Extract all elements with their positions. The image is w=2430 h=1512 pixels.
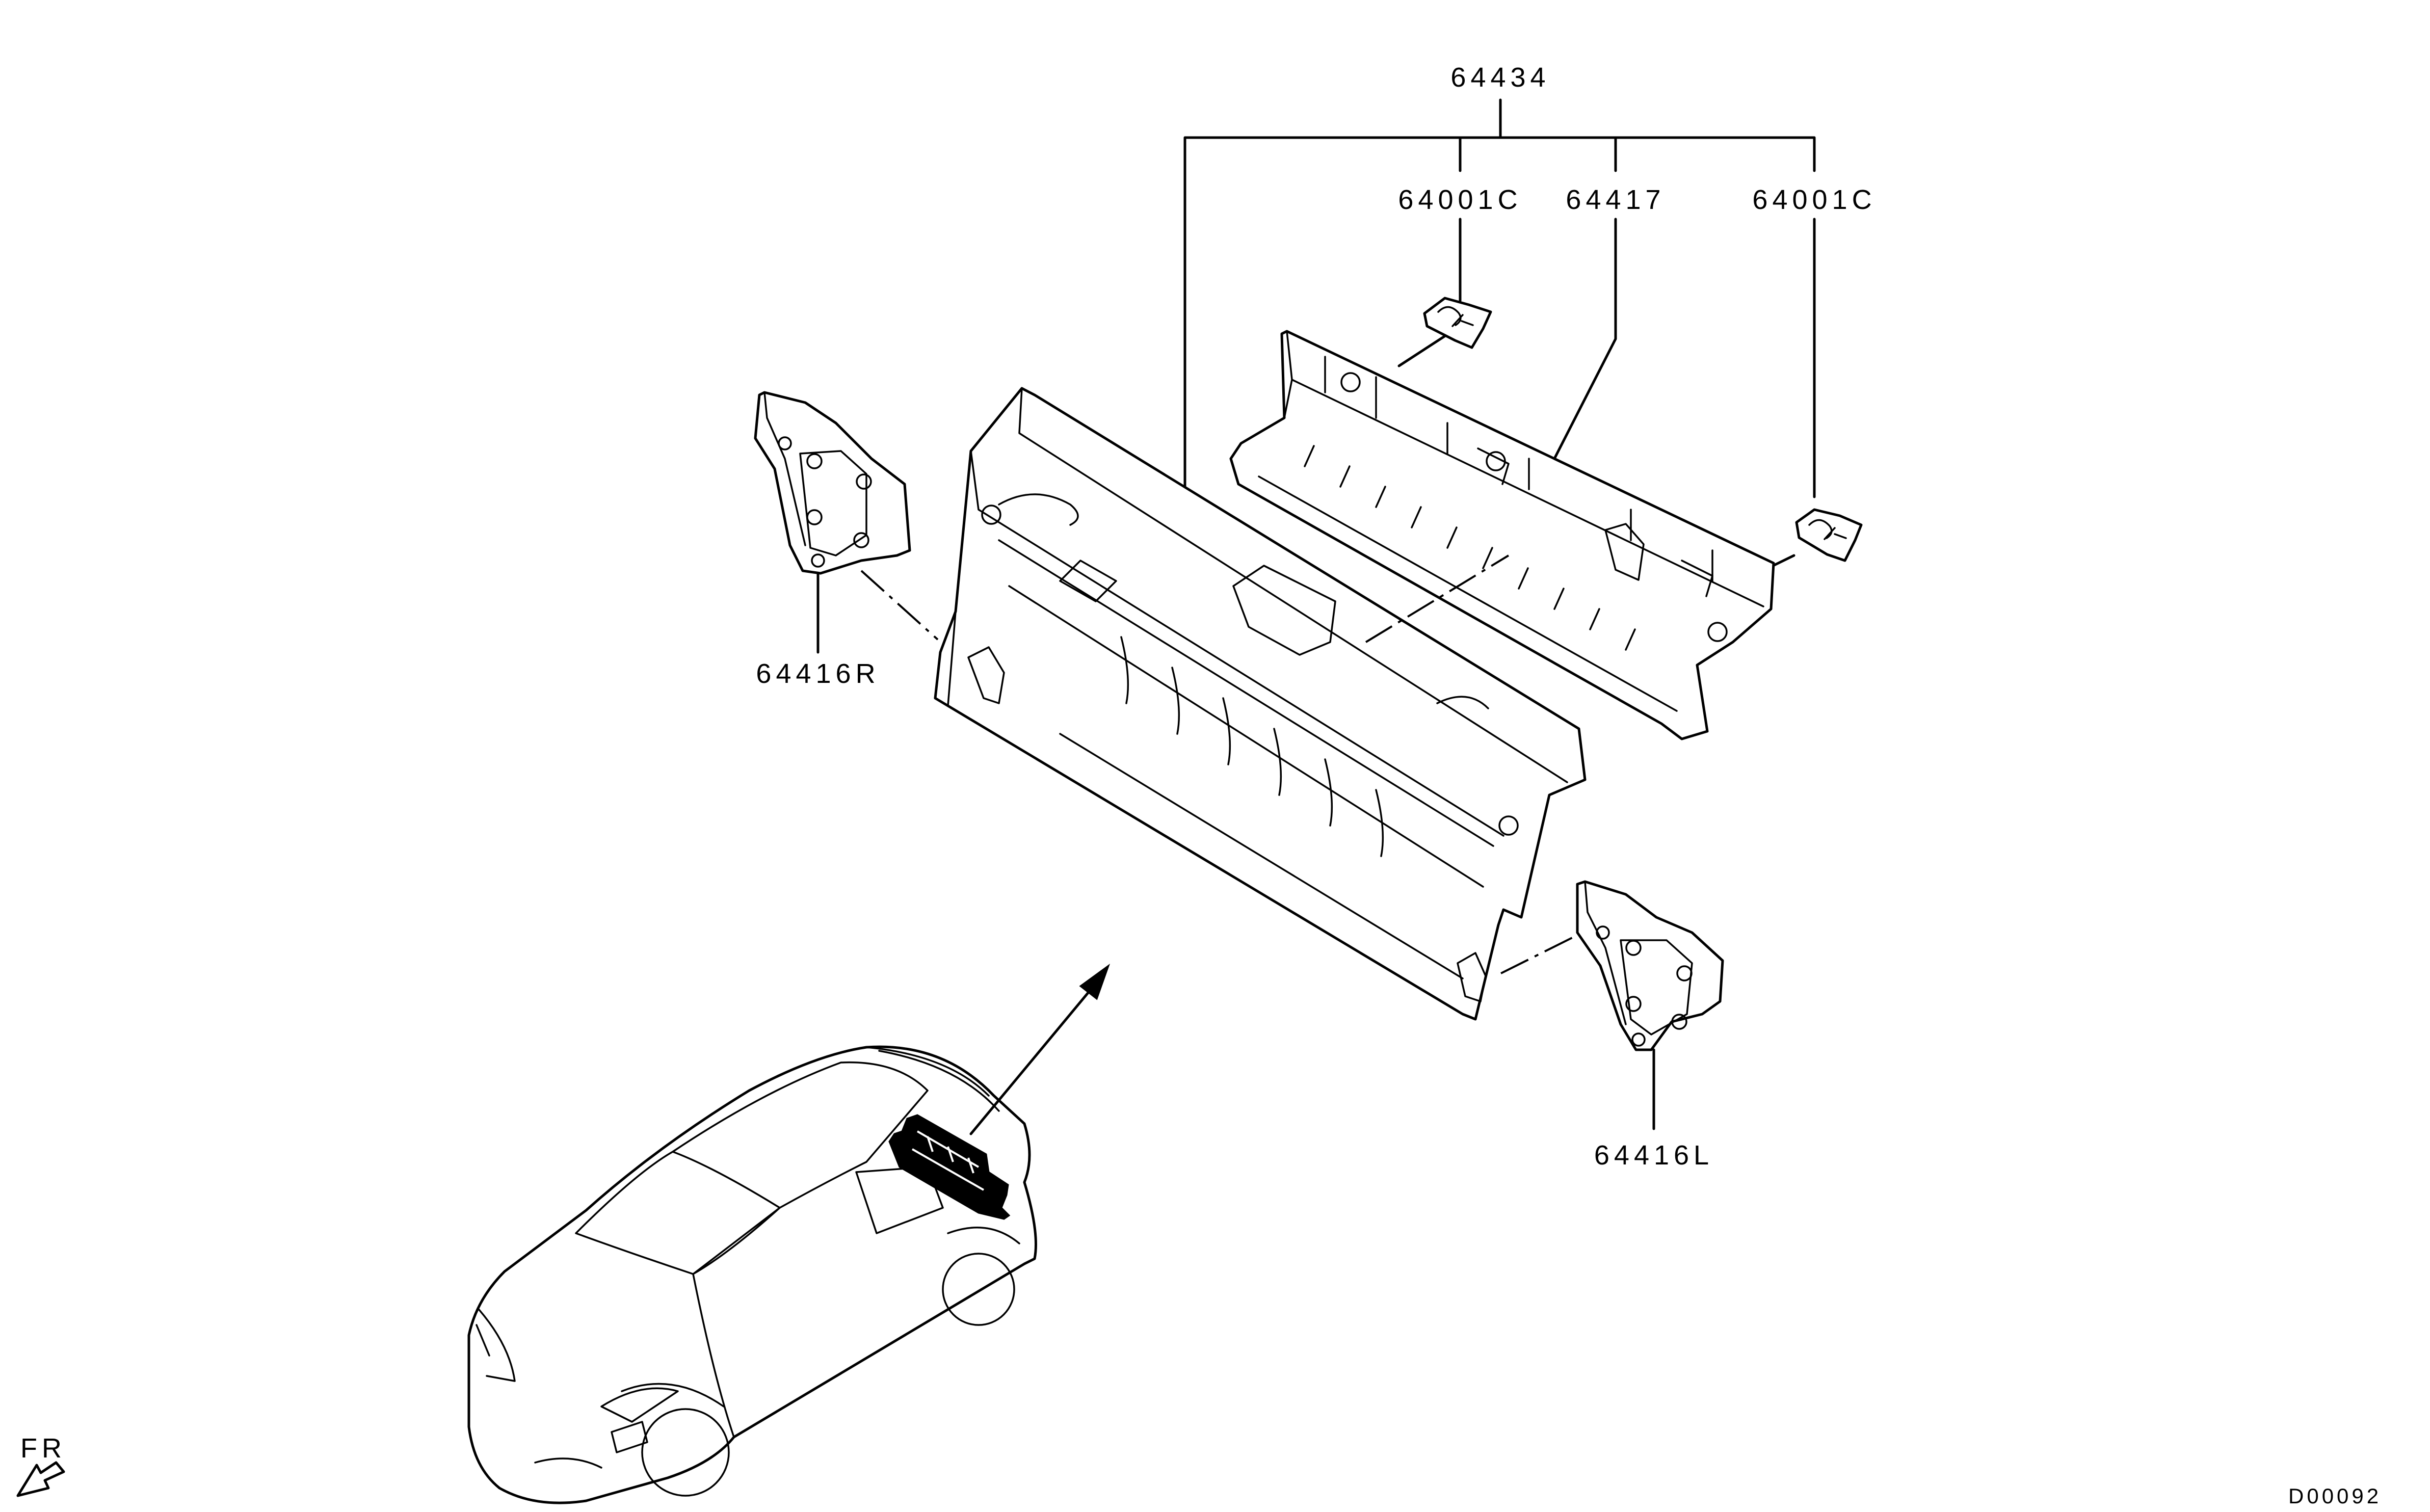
side-bracket-left-part [1576, 880, 1724, 1051]
alignment-lines [860, 554, 1578, 974]
orientation-label: FR [20, 1433, 66, 1464]
callout-assembly: 64434 [1450, 62, 1550, 93]
rear-panel-part [934, 387, 1587, 1021]
location-arrow [969, 963, 1111, 1135]
callout-side-right: 64416R [756, 658, 880, 689]
side-bracket-right-part [754, 391, 911, 575]
callout-side-left: 64416L [1594, 1140, 1713, 1171]
car-panel-highlight [888, 1114, 1011, 1220]
rear-shelf-part [1229, 330, 1775, 740]
bracket-right-part [1795, 508, 1863, 562]
callout-bracket-right: 64001C [1752, 184, 1876, 215]
callout-bracket-left: 64001C [1398, 184, 1522, 215]
car-outline [467, 1045, 1037, 1504]
reference-code: D00092 [2288, 1484, 2382, 1508]
callout-shelf: 64417 [1566, 184, 1665, 215]
front-direction-icon [16, 1461, 65, 1497]
bracket-left-part [1423, 297, 1492, 349]
